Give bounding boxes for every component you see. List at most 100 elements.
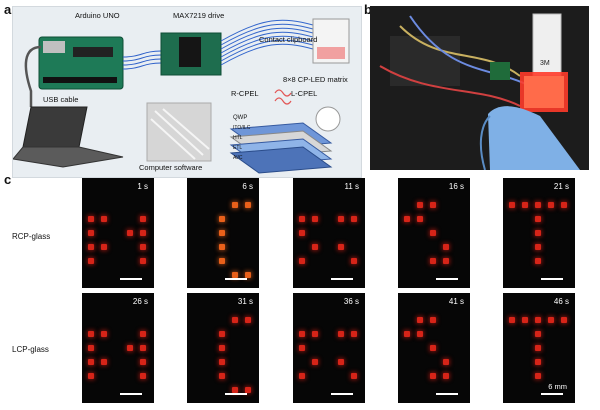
led-pixel	[312, 216, 318, 222]
led-pixel	[219, 216, 225, 222]
schematic-drawing	[13, 18, 350, 174]
led-pixel	[535, 258, 541, 264]
panel-label-c: c	[4, 172, 12, 187]
led-pixel	[351, 373, 357, 379]
led-pixel	[509, 202, 515, 208]
time-label: 26 s	[132, 297, 148, 306]
led-pixel	[88, 244, 94, 250]
panel-label-a: a	[4, 2, 12, 17]
scale-bar	[120, 393, 142, 395]
led-tile: 11 s	[293, 178, 365, 288]
led-pixel	[351, 331, 357, 337]
led-pixel	[404, 331, 410, 337]
device-photo: 3M	[370, 6, 589, 170]
led-pixel	[88, 331, 94, 337]
led-pixel	[417, 331, 423, 337]
time-label: 41 s	[448, 297, 464, 306]
layer-label-3: ETL	[233, 145, 243, 151]
software-label: Computer software	[139, 163, 203, 172]
led-pixel	[140, 230, 146, 236]
led-pixel	[219, 373, 225, 379]
led-pixel	[232, 202, 238, 208]
led-pixel	[338, 331, 344, 337]
layer-label-2: HTL	[233, 135, 243, 141]
led-pixel	[430, 230, 436, 236]
led-pixel	[535, 202, 541, 208]
led-pixel	[219, 359, 225, 365]
time-label: 31 s	[237, 297, 253, 306]
led-pixel	[101, 359, 107, 365]
led-pixel	[299, 373, 305, 379]
led-pixel	[232, 272, 238, 278]
led-pixel	[299, 230, 305, 236]
usb-label: USB cable	[43, 95, 79, 104]
led-pixel	[522, 202, 528, 208]
chip-shape	[73, 47, 113, 57]
led-pixel	[312, 359, 318, 365]
time-label: 6 s	[242, 182, 253, 191]
led-pixel	[88, 216, 94, 222]
led-pixel	[430, 345, 436, 351]
led-pixel	[219, 345, 225, 351]
led-pixel	[88, 258, 94, 264]
led-pixel	[430, 317, 436, 323]
scale-bar	[541, 278, 563, 280]
scale-bar	[331, 278, 353, 280]
led-pixel	[338, 216, 344, 222]
led-pixel	[535, 230, 541, 236]
time-label: 36 s	[343, 297, 359, 306]
led-pixel	[535, 244, 541, 250]
led-tile: 1 s	[82, 178, 154, 288]
hardware-schematic: Arduino UNO MAX7219 drive Contact clipbo…	[12, 6, 362, 178]
time-label: 46 s	[553, 297, 569, 306]
led-pixel	[299, 331, 305, 337]
led-pixel	[219, 331, 225, 337]
led-pixel	[535, 373, 541, 379]
led-pixel	[245, 272, 251, 278]
scale-bar	[331, 393, 353, 395]
led-pixel	[535, 317, 541, 323]
led-pixel	[443, 244, 449, 250]
led-pixel	[430, 373, 436, 379]
led-pixel	[430, 202, 436, 208]
row-label-lcp: LCP-glass	[12, 345, 49, 354]
layer-label-1: ITO/ILC	[233, 125, 251, 131]
led-pixel	[522, 317, 528, 323]
led-tile: 31 s	[187, 293, 259, 403]
led-pixel	[299, 216, 305, 222]
led-tile: 16 s	[398, 178, 470, 288]
led-pixel	[561, 202, 567, 208]
led-pixel	[127, 230, 133, 236]
led-pixel	[88, 373, 94, 379]
led-pixel	[509, 317, 515, 323]
led-pixel	[88, 230, 94, 236]
led-pixel	[140, 359, 146, 365]
rcpel-label: R-CPEL	[231, 89, 259, 98]
time-label: 11 s	[344, 182, 359, 191]
led-pixel	[101, 216, 107, 222]
scale-bar	[436, 393, 458, 395]
led-tile: 6 s	[187, 178, 259, 288]
led-pixel	[140, 244, 146, 250]
led-pixel	[140, 345, 146, 351]
led-pixel	[443, 359, 449, 365]
led-pixel	[245, 317, 251, 323]
layer-label-0: QWP	[233, 115, 248, 121]
arduino-label: Arduino UNO	[75, 11, 120, 20]
led-pixel	[417, 202, 423, 208]
led-pixel	[443, 373, 449, 379]
led-tile: 26 s	[82, 293, 154, 403]
led-tile: 21 s	[503, 178, 575, 288]
led-pixel	[219, 244, 225, 250]
led-pixel	[88, 359, 94, 365]
lcpel-label: L-CPEL	[291, 89, 318, 98]
matrix-label: 8×8 CP-LED matrix	[283, 75, 348, 84]
led-pixel	[535, 345, 541, 351]
led-pixel	[351, 258, 357, 264]
usb-cable-shape	[24, 45, 42, 107]
led-pixel	[561, 317, 567, 323]
time-label: 16 s	[448, 182, 464, 191]
led-pixel	[443, 258, 449, 264]
scale-bar	[225, 278, 247, 280]
layer-label-4: Al/C	[233, 155, 243, 161]
